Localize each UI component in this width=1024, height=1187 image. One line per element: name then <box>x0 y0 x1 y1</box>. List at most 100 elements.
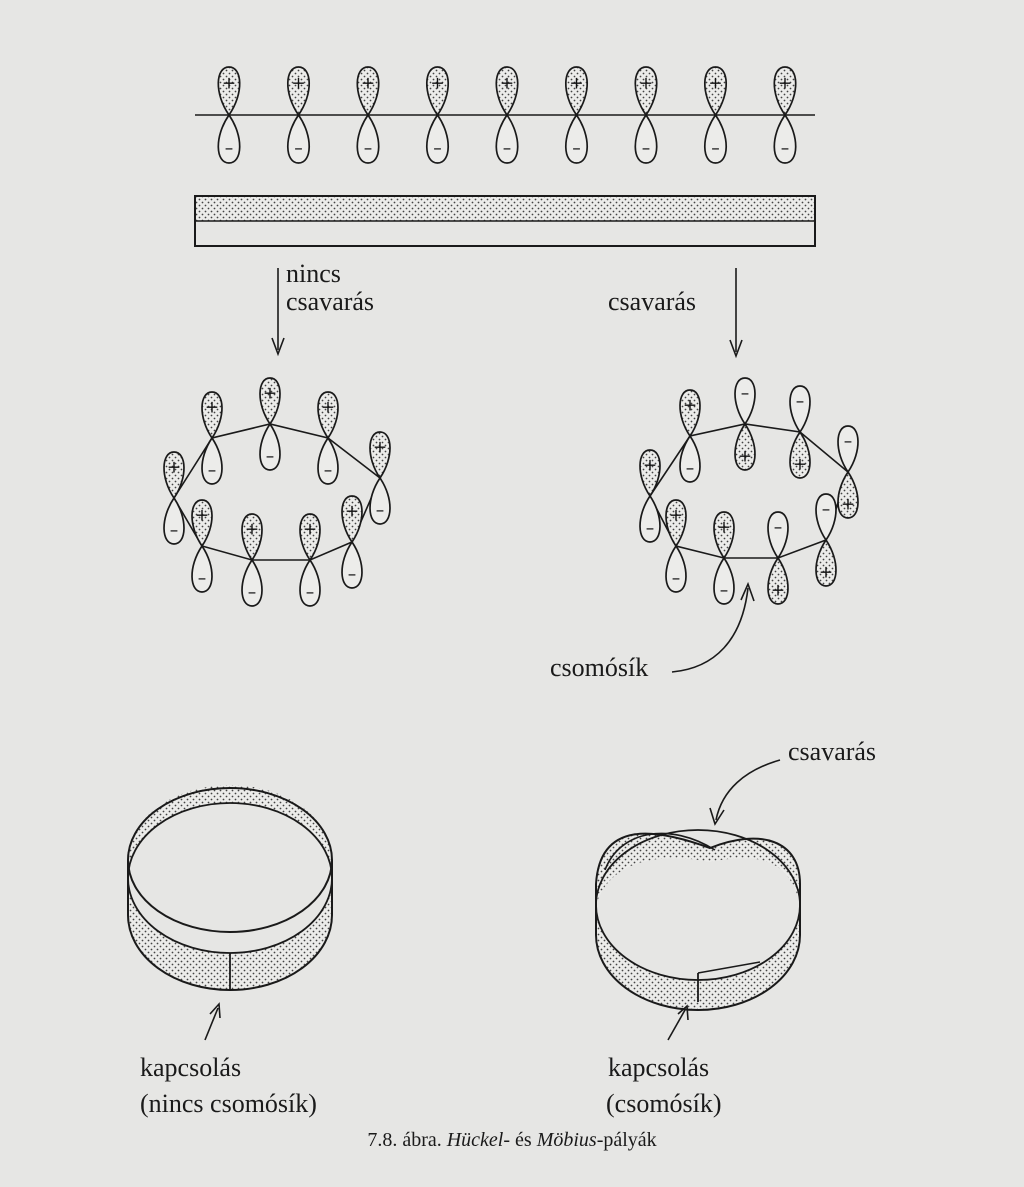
chain-orbital-8-up-lobe <box>704 66 727 117</box>
chain-orbital-9: +– <box>773 66 797 164</box>
huckel-orbital-9-up-lobe <box>191 499 213 548</box>
caption-mobius: Möbius <box>536 1129 597 1151</box>
huckel-ring: +–+–+–+–+–+–+–+–+– <box>163 377 391 607</box>
mobius-orbital-3-down-sign: + <box>738 446 752 466</box>
caption-mid: és <box>510 1129 537 1151</box>
chain-orbital-9-up-lobe <box>773 66 797 117</box>
chain-orbital-7-down-lobe <box>634 113 658 164</box>
label-nincs: nincs <box>286 259 341 288</box>
left-band-front-shade <box>128 878 332 990</box>
huckel-orbital-7: +– <box>299 513 321 607</box>
mobius-orbital-3-down-lobe <box>734 422 756 471</box>
mobius-orbital-3-up-sign: – <box>741 384 750 404</box>
caption-prefix: 7.8. ábra. <box>367 1129 446 1151</box>
chain-orbital-8-down-sign: – <box>711 139 720 159</box>
huckel-orbital-8-up-lobe <box>241 513 263 562</box>
mobius-orbital-2-up-sign: + <box>683 396 697 416</box>
huckel-orbital-2-up-lobe <box>201 391 223 440</box>
left-band-top-shade <box>128 785 332 878</box>
mobius-orbital-5: –+ <box>837 425 859 519</box>
caption-huckel: Hückel- <box>446 1129 510 1151</box>
chain-orbital-3-down-lobe <box>356 113 380 164</box>
chain-orbital-1-up-sign: + <box>222 73 236 93</box>
huckel-orbital-6: +– <box>341 495 363 589</box>
chain-orbital-3-up-sign: + <box>361 73 375 93</box>
mobius-orbital-6-down-lobe <box>815 538 837 587</box>
label-csavaras-band: csavarás <box>788 737 876 766</box>
left-band-upper-rim <box>127 787 333 933</box>
huckel-orbital-3-up-sign: + <box>263 384 277 404</box>
chain-orbital-9-down-lobe <box>773 113 797 164</box>
mobius-orbital-5-up-sign: – <box>844 432 853 452</box>
huckel-orbital-1: +– <box>163 451 185 545</box>
left-clasp-arrow <box>204 1007 219 1041</box>
caption-suffix: -pályák <box>597 1129 657 1151</box>
mobius-orbital-5-down-sign: + <box>841 494 855 514</box>
huckel-orbital-8: +– <box>241 513 263 607</box>
huckel-orbital-5-down-lobe <box>369 476 391 525</box>
band-shaded-half <box>196 197 814 221</box>
mobius-orbital-1-down-lobe <box>639 494 661 543</box>
label-right-node: (csomósík) <box>606 1089 722 1118</box>
chain-orbital-2-down-sign: – <box>294 139 303 159</box>
node-plane-arrow <box>671 587 749 673</box>
chain-orbital-6-up-lobe <box>565 66 588 117</box>
twist-arrow <box>715 759 781 821</box>
huckel-orbital-8-down-lobe <box>241 558 263 607</box>
huckel-orbital-1-down-lobe <box>163 496 185 545</box>
mobius-orbital-9-up-sign: + <box>669 506 683 526</box>
chain-orbital-5-down-sign: – <box>503 139 512 159</box>
chain-orbital-2-up-lobe <box>287 66 310 117</box>
mobius-orbital-4-down-lobe <box>789 430 811 479</box>
mobius-orbital-6-down-sign: + <box>819 562 833 582</box>
chain-orbital-7-up-lobe <box>634 66 658 117</box>
huckel-orbital-2: +– <box>201 391 223 485</box>
huckel-orbital-7-up-lobe <box>299 513 321 562</box>
mobius-orbital-4-up-sign: – <box>796 392 805 412</box>
chain-orbital-6-up-sign: + <box>569 73 583 93</box>
label-left-kapcsolas: kapcsolás <box>140 1053 241 1082</box>
chain-orbital-6-down-sign: – <box>572 139 581 159</box>
huckel-orbital-1-down-sign: – <box>170 520 179 540</box>
huckel-orbital-2-down-lobe <box>201 436 223 485</box>
chain-orbital-7-down-sign: – <box>642 139 651 159</box>
huckel-orbital-3-down-lobe <box>259 422 281 471</box>
label-left-no-node: (nincs csomósík) <box>140 1089 317 1118</box>
right-band-top-shade <box>596 833 800 905</box>
huckel-orbital-6-down-lobe <box>341 540 363 589</box>
huckel-orbital-6-up-lobe <box>341 495 363 544</box>
huckel-orbital-9: +– <box>191 499 213 593</box>
huckel-orbital-9-down-sign: – <box>198 568 207 588</box>
chain-orbital-4-down-lobe <box>426 113 449 164</box>
mobius-orbital-5-down-lobe <box>837 470 859 519</box>
chain-orbital-1: +– <box>217 66 241 164</box>
huckel-orbital-5-up-sign: + <box>373 438 387 458</box>
chain-orbital-3-down-sign: – <box>364 139 373 159</box>
mobius-orbital-1-down-sign: – <box>646 518 655 538</box>
figure-caption: 7.8. ábra. Hückel- és Möbius-pályák <box>367 1129 656 1151</box>
huckel-orbital-7-down-lobe <box>299 558 321 607</box>
huckel-ring-skeleton <box>173 423 381 561</box>
mobius-orbital-3: –+ <box>734 377 756 471</box>
mobius-orbital-8-down-sign: – <box>720 580 729 600</box>
huckel-orbital-9-up-sign: + <box>195 506 209 526</box>
arrow-no-twist <box>271 268 285 357</box>
huckel-orbital-2-down-sign: – <box>208 460 217 480</box>
mobius-orbital-9: +– <box>665 499 687 593</box>
huckel-orbital-4-up-lobe <box>317 391 339 440</box>
chain-orbital-1-up-lobe <box>217 66 241 117</box>
flat-band-strip <box>194 195 816 247</box>
chain-orbital-1-down-sign: – <box>225 139 234 159</box>
huckel-orbital-3-up-lobe <box>259 377 281 426</box>
mobius-band-ring <box>595 829 801 1011</box>
chain-orbital-7-up-sign: + <box>639 73 653 93</box>
mobius-orbital-9-down-lobe <box>665 544 687 593</box>
chain-orbital-6-down-lobe <box>565 113 588 164</box>
chain-orbital-8-down-lobe <box>704 113 727 164</box>
mobius-orbital-1: +– <box>639 449 661 543</box>
mobius-orbital-7-up-sign: – <box>774 518 783 538</box>
huckel-orbital-5-down-sign: – <box>376 500 385 520</box>
mobius-orbital-7: –+ <box>767 511 789 605</box>
huckel-orbital-4-up-sign: + <box>321 398 335 418</box>
